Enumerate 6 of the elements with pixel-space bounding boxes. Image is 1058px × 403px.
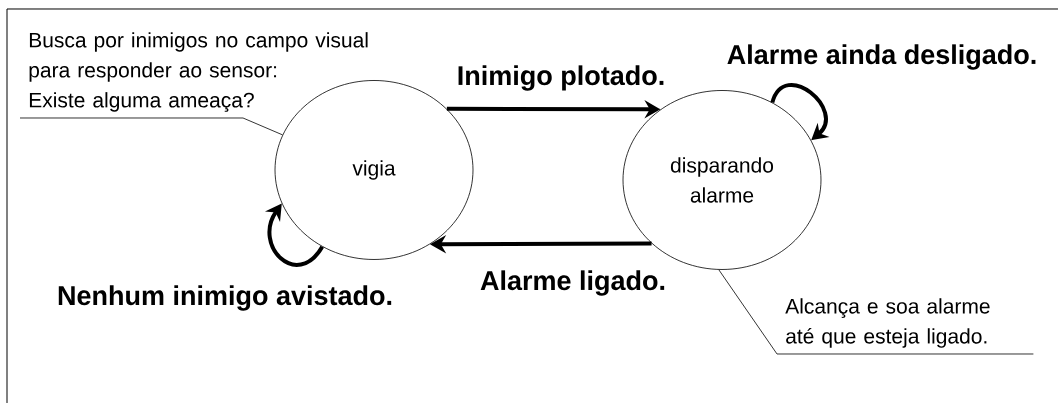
note-text: Alcança e soa alarme até que esteja ligado. bbox=[785, 298, 990, 348]
edge-label: Nenhum inimigo avistado. bbox=[58, 285, 392, 311]
edge-label: Alarme ainda desligado. bbox=[727, 44, 1036, 70]
leader-line bbox=[718, 269, 1034, 355]
leader-line bbox=[19, 117, 283, 136]
edge-label: Alarme ligado. bbox=[480, 270, 665, 296]
